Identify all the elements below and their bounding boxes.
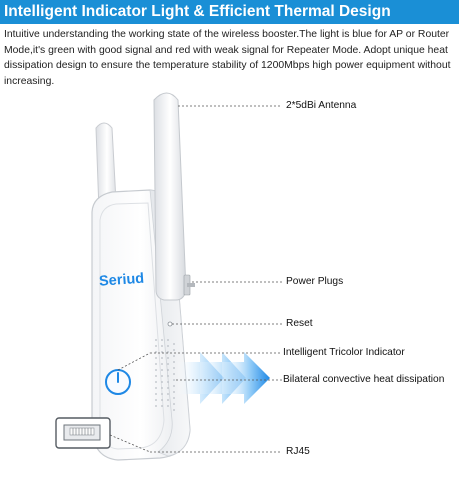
heat-arrows <box>178 352 270 404</box>
callout-lines <box>109 105 282 453</box>
power-plug <box>183 274 195 296</box>
callout-heat-dissipation: Bilateral convective heat dissipation <box>283 374 445 385</box>
indicator-light <box>105 369 131 395</box>
page-title: Intelligent Indicator Light & Efficient … <box>0 0 459 24</box>
reset-hole[interactable] <box>167 321 173 327</box>
callout-indicator: Intelligent Tricolor Indicator <box>283 347 405 358</box>
antenna-right <box>153 92 187 301</box>
callout-antenna: 2*5dBi Antenna <box>286 100 357 111</box>
rj45-port-inset <box>55 417 111 449</box>
callout-rj45: RJ45 <box>286 446 310 457</box>
brand-logo: Seriud <box>99 271 145 290</box>
vent-holes <box>155 339 175 411</box>
callout-power-plugs: Power Plugs <box>286 276 344 287</box>
description-text: Intuitive understanding the working stat… <box>4 29 451 87</box>
callout-reset: Reset <box>286 318 313 329</box>
